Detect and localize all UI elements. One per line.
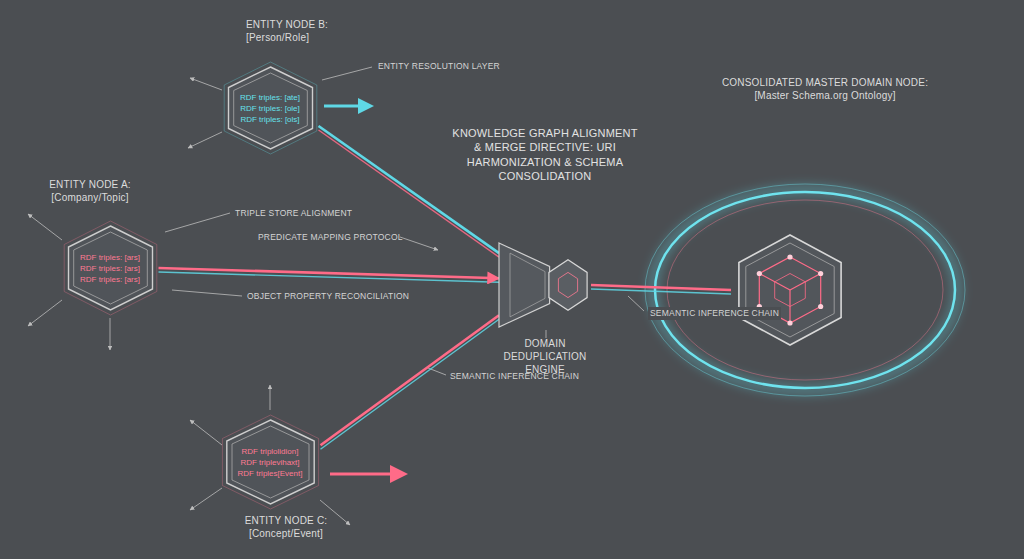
vertex-dot xyxy=(787,254,792,259)
section-heading: KNOWLEDGE GRAPH ALIGNMENT & MERGE DIRECT… xyxy=(452,126,638,183)
leader-line xyxy=(628,296,644,311)
triple-text: RDF triples: [ars] xyxy=(80,274,140,285)
vertex-dot xyxy=(818,271,823,276)
connector-group xyxy=(591,285,731,294)
prism-core xyxy=(558,272,577,297)
annotation-label: SEMANTIC INFERENCE CHAIN xyxy=(648,307,781,320)
radiating-arrow xyxy=(190,488,222,510)
prism-outline xyxy=(549,260,587,310)
hex-outline xyxy=(68,226,152,310)
leader-line xyxy=(546,330,547,338)
side-arrow xyxy=(330,473,392,476)
node-heading: ENTITY NODE B: [Person/Role] xyxy=(246,18,356,44)
connector-line xyxy=(591,285,731,290)
leader-line xyxy=(165,213,230,232)
hex-glow xyxy=(64,221,157,315)
side-arrow-c xyxy=(330,465,408,483)
vertex-dot xyxy=(818,304,823,309)
cube-core xyxy=(775,274,806,307)
connector-group xyxy=(321,315,500,449)
node-body xyxy=(731,235,849,345)
master-inner-outline xyxy=(746,243,834,337)
hex-outline xyxy=(228,67,312,149)
master-node: CONSOLIDATED MASTER DOMAIN NODE: [Master… xyxy=(731,235,849,345)
merge-engine: DOMAIN DEDUPLICATION ENGINE xyxy=(499,243,591,327)
node-body: RDF triplolidion]RDF triplevihaxt]RDF tr… xyxy=(220,420,321,504)
radiating-arrow xyxy=(110,318,111,350)
leader-line xyxy=(322,67,372,80)
annotation-label: SEMANTIC INFERENCE CHAIN xyxy=(450,371,600,382)
hex-outline xyxy=(226,420,313,504)
node-body xyxy=(499,243,591,327)
funnel-inner xyxy=(510,253,545,317)
annotation-label: TRIPLE STORE ALIGNMENT xyxy=(235,208,395,219)
vertex-dot xyxy=(787,320,792,325)
triple-text: RDF triples: [ole] xyxy=(240,103,300,114)
triple-text: RDF triples: [ols] xyxy=(240,114,299,125)
node-heading: DOMAIN DEDUPLICATION ENGINE xyxy=(487,337,603,376)
radiating-arrow xyxy=(28,300,62,326)
vertex-dot xyxy=(757,271,762,276)
radiating-arrow xyxy=(190,420,222,445)
leader-line xyxy=(172,290,242,296)
hex-inner-outline xyxy=(73,232,147,304)
entity-node: RDF triples: [ate]RDF triples: [ole]RDF … xyxy=(222,67,319,149)
entity-node: RDF triplolidion]RDF triplevihaxt]RDF tr… xyxy=(220,420,321,504)
funnel-outline xyxy=(499,243,550,327)
triple-text: RDF triplolidion] xyxy=(242,446,299,457)
side-arrow xyxy=(324,105,360,108)
entity-node: RDF triples: [ars]RDF triples: [ars]RDF … xyxy=(62,226,159,310)
hex-inner-outline xyxy=(233,73,307,143)
radiating-arrow xyxy=(28,214,62,240)
node-heading: ENTITY NODE A: [Company/Topic] xyxy=(38,178,142,204)
connector-line xyxy=(159,268,500,278)
connector-group xyxy=(159,268,500,282)
radiating-arrow xyxy=(188,132,222,148)
hex-glow xyxy=(222,415,318,509)
outer-ring xyxy=(645,184,965,396)
node-body: RDF triples: [ars]RDF triples: [ars]RDF … xyxy=(62,226,159,310)
hex-inner-outline xyxy=(232,426,309,498)
annotation-label: OBJECT PROPERTY RECONCILIATION xyxy=(247,291,427,302)
node-heading: CONSOLIDATED MASTER DOMAIN NODE: [Master… xyxy=(718,76,932,102)
leader-line xyxy=(400,237,438,250)
triple-text: RDF triplevihaxt] xyxy=(240,457,299,468)
node-outline xyxy=(499,243,591,327)
triple-text: RDF triples: [ars] xyxy=(80,263,140,274)
master-outline xyxy=(739,235,841,345)
node-body: RDF triples: [ate]RDF triples: [ole]RDF … xyxy=(222,67,319,149)
triple-text: RDF triples: [ate] xyxy=(240,92,300,103)
node-outline xyxy=(731,235,849,345)
node-heading: ENTITY NODE C: [Concept/Event] xyxy=(230,514,342,540)
annotation-label: PREDICATE MAPPING PROTOCOL xyxy=(258,232,418,243)
annotation-label: ENTITY RESOLUTION LAYER xyxy=(378,61,538,72)
radiating-arrow xyxy=(190,78,222,90)
parallel-glow-line xyxy=(321,319,500,449)
triple-text: RDF triples[Event] xyxy=(238,468,303,479)
radiating-arrow xyxy=(270,385,271,410)
hex-glow xyxy=(224,62,317,154)
triple-text: RDF triples: [ars] xyxy=(80,252,140,263)
arrow-head xyxy=(358,98,374,114)
arrow-head xyxy=(390,465,408,483)
side-arrow-b xyxy=(324,98,374,114)
